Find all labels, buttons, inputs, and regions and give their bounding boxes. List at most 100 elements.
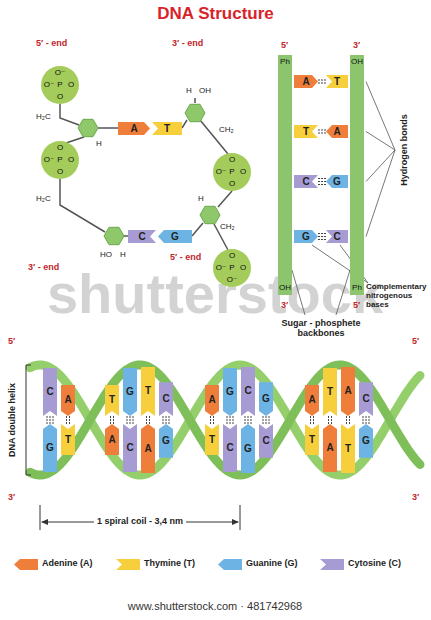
nucleotide-base: C [123, 424, 137, 472]
base-letter: C [226, 443, 233, 453]
chemical-bond [66, 137, 84, 143]
nucleotide-base: T [323, 368, 337, 416]
chemical-bond [194, 98, 196, 103]
nucleotide-base: G [359, 424, 373, 458]
leader-line [366, 150, 395, 237]
hydrogen-bond-line [133, 416, 134, 424]
sugar-ring [200, 206, 220, 223]
strand-end-label: 5′ - end [36, 38, 67, 48]
hydrogen-bond-line [318, 80, 326, 81]
nucleotide-base: T [152, 122, 182, 135]
label-text: 1 spiral coil - 3,4 nm [94, 516, 186, 526]
backbone-label: Ph [352, 284, 362, 292]
chemical-bond [182, 120, 187, 128]
hydrogen-bond-line [130, 416, 131, 424]
legend-swatch [320, 559, 344, 570]
base-letter: T [209, 435, 215, 445]
base-letter: A [144, 444, 151, 454]
base-letter: T [327, 387, 333, 397]
hydrogen-bond-line [127, 416, 128, 424]
atom-symbol: P [229, 264, 234, 272]
label-text: H₂C [36, 194, 51, 203]
strand-end-label: 5′ - end [170, 252, 201, 262]
hydrogen-bond-line [318, 236, 326, 237]
base-letter: T [309, 435, 315, 445]
helix-backbone [30, 365, 420, 475]
hydrogen-bond [318, 80, 326, 83]
base-letter: A [344, 386, 351, 396]
backbone-label: OH [351, 58, 363, 66]
base-letter: T [65, 435, 71, 445]
phosphate-circle: OO⁻POO⁻ [213, 249, 251, 287]
hydrogen-bond-line [331, 416, 332, 424]
strand-end-label: 5′ [412, 336, 419, 346]
strand-end-label: 3′ [412, 492, 419, 502]
nucleotide-base: C [43, 368, 57, 416]
nucleotide-base: T [205, 424, 219, 455]
hydrogen-bond [147, 416, 150, 424]
base-letter: C [333, 232, 340, 242]
hydrogen-bond [47, 416, 53, 424]
legend-text: Guanine (G) [246, 558, 298, 568]
nucleotide-base: T [105, 385, 119, 416]
label-text: HO [100, 250, 112, 259]
base-letter: A [302, 77, 309, 87]
legend-swatch [14, 559, 38, 570]
label-text: DNA double helix [7, 383, 17, 457]
base-letter: T [303, 127, 309, 137]
hydrogen-bond [227, 416, 233, 424]
atom-symbol: O [229, 180, 235, 188]
hydrogen-bond [347, 416, 350, 424]
helix-bracket [26, 365, 31, 475]
hydrogen-bond-line [146, 416, 147, 424]
hydrogen-bond [111, 416, 114, 424]
nucleotide-base: G [294, 230, 318, 243]
base-letter: C [126, 443, 133, 453]
nucleotide-base: C [159, 382, 173, 416]
base-letter: G [226, 387, 234, 397]
hydrogen-bond-line [210, 416, 211, 424]
strand-end-label: 5′ [353, 300, 360, 310]
nucleotide-base: G [158, 230, 192, 243]
nucleotide-base: T [341, 424, 355, 473]
label-text: H [198, 194, 204, 203]
atom-symbol: O [68, 156, 74, 164]
hydrogen-bond-line [50, 416, 51, 424]
nucleotide-base: T [305, 424, 319, 455]
chemical-bond [192, 223, 203, 236]
hydrogen-bond [318, 179, 326, 185]
helix-backbone [30, 365, 420, 475]
backbone-rail: PhOH [278, 55, 292, 295]
hydrogen-bond-line [318, 184, 326, 185]
atom-symbol: O⁻ [44, 156, 54, 164]
strand-end-label: 5′ [8, 336, 15, 346]
strand-end-label: 3′ - end [172, 38, 203, 48]
dimension-arrow [41, 519, 48, 525]
label-text: Sugar - phosphete backbones [273, 318, 369, 339]
hydrogen-bond [245, 416, 251, 424]
base-letter: C [362, 394, 369, 404]
hydrogen-bond-line [69, 416, 70, 424]
hydrogen-bond-line [230, 416, 231, 424]
sugar-ring [78, 119, 98, 136]
nucleotide-base: T [326, 75, 348, 88]
nucleotide-base: A [341, 367, 355, 416]
base-letter: C [244, 386, 251, 396]
sugar-ring [104, 227, 124, 244]
chemical-bond [98, 127, 118, 129]
nucleotide-base: C [128, 230, 156, 243]
hydrogen-bond [363, 416, 369, 424]
nucleotide-base: C [326, 230, 348, 243]
strand-end-label: 5′ [281, 40, 288, 50]
atom-symbol: O⁻ [55, 69, 65, 77]
legend-text: Cytosine (C) [348, 558, 401, 568]
atom-symbol: P [57, 81, 62, 89]
base-letter: G [244, 444, 252, 454]
base-letter: G [302, 232, 310, 242]
base-letter: G [171, 232, 179, 242]
legend-swatch [116, 559, 140, 570]
base-letter: A [208, 395, 215, 405]
nucleotide-base: A [305, 385, 319, 416]
nucleotide-base: A [61, 385, 75, 416]
